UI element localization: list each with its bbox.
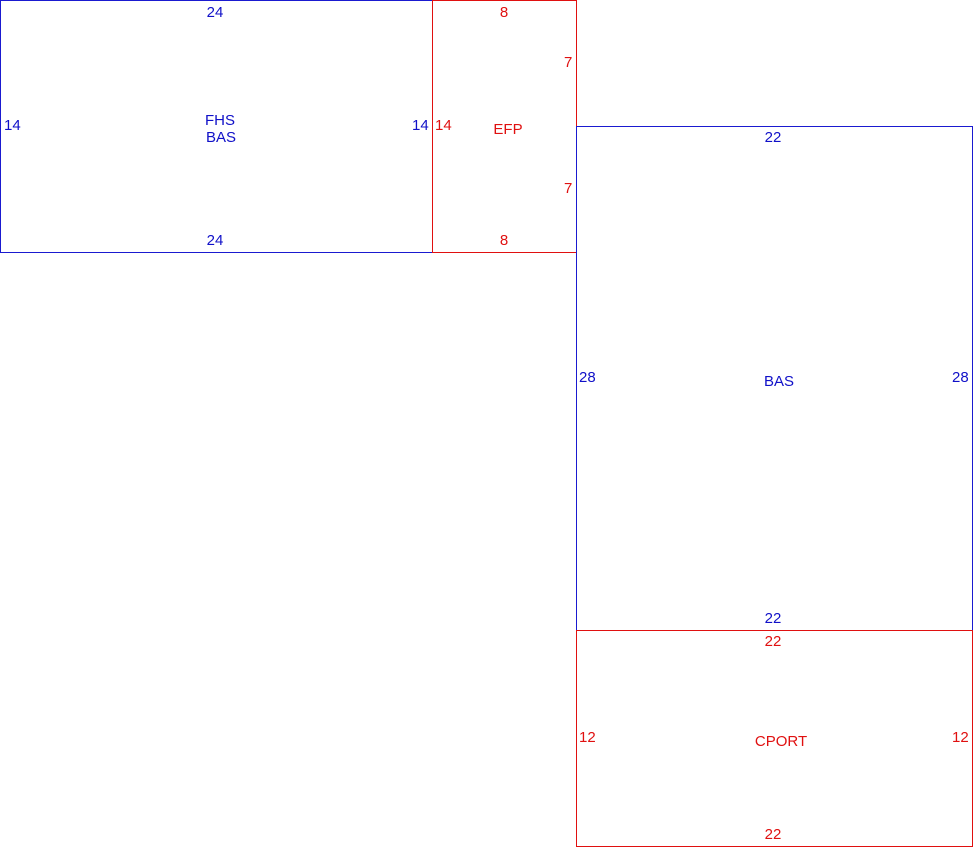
efp-bottom-dimension: 8: [499, 232, 509, 249]
bas-left-dimension: 28: [579, 369, 596, 386]
cport-top-dimension: 22: [764, 633, 782, 650]
cport-area-label: CPORT: [754, 733, 808, 750]
cport-bottom-dimension: 22: [764, 826, 782, 843]
efp-top-dimension: 8: [499, 4, 509, 21]
cport-right-dimension: 12: [952, 729, 969, 746]
efp-left-dimension: 14: [435, 117, 452, 134]
bas-bottom-dimension: 22: [764, 610, 782, 627]
bas-right-dimension: 28: [952, 369, 969, 386]
area-cport: [576, 630, 973, 847]
bas-top-dimension: 22: [764, 129, 782, 146]
bas-area-label: BAS: [763, 373, 795, 390]
fhs-bas-area-label: BAS: [205, 129, 237, 146]
efp-right-lower-dimension: 7: [564, 180, 573, 197]
fhs-bas-left-dimension: 14: [4, 117, 21, 134]
efp-right-upper-dimension: 7: [564, 54, 573, 71]
cport-left-dimension: 12: [579, 729, 596, 746]
fhs-bas-right-dimension: 14: [412, 117, 429, 134]
fhs-bas-top-dimension: 24: [206, 4, 224, 21]
fhs-area-label: FHS: [205, 112, 235, 129]
efp-area-label: EFP: [493, 121, 523, 138]
fhs-bas-bottom-dimension: 24: [206, 232, 224, 249]
